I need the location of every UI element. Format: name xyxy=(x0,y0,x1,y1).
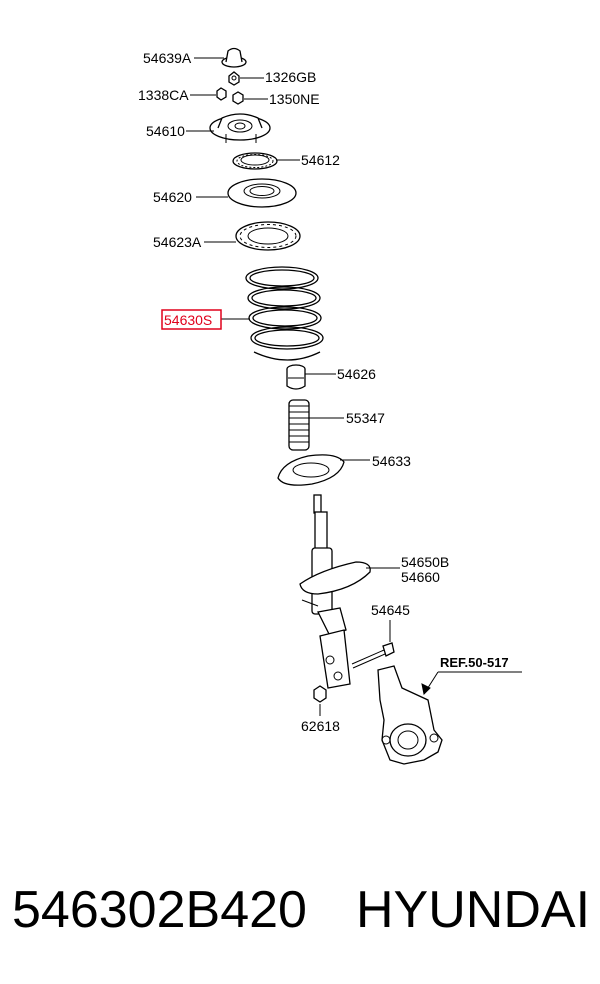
part-coil-spring xyxy=(245,266,324,361)
label-1338ca: 1338CA xyxy=(138,87,189,103)
part-bolt xyxy=(351,642,395,669)
label-54612: 54612 xyxy=(301,152,340,168)
label-54633: 54633 xyxy=(372,453,411,469)
highlight-box xyxy=(161,309,222,330)
caption: 546302B420 HYUNDAI xyxy=(0,870,600,950)
label-54623a: 54623A xyxy=(153,234,202,250)
part-upper-spring-seat xyxy=(227,178,297,208)
part-nut-1350ne xyxy=(232,91,244,105)
part-dust-cap xyxy=(221,47,247,68)
label-62618: 62618 xyxy=(301,718,340,734)
label-54626: 54626 xyxy=(337,366,376,382)
label-54639a: 54639A xyxy=(143,50,192,66)
part-strut-mount xyxy=(209,113,271,143)
label-54660: 54660 xyxy=(401,569,440,585)
part-strut-assembly xyxy=(299,494,371,689)
part-dust-boot xyxy=(288,399,310,451)
label-54610: 54610 xyxy=(146,123,185,139)
part-nut-1338ca xyxy=(216,87,227,101)
part-lower-spring-pad xyxy=(277,454,345,486)
part-bearing xyxy=(232,152,278,170)
label-54645: 54645 xyxy=(371,602,410,618)
label-ref: REF.50-517 xyxy=(440,655,509,670)
part-spring-pad xyxy=(235,221,301,251)
part-nut-62618 xyxy=(313,685,327,703)
label-54620: 54620 xyxy=(153,189,192,205)
leader-lines xyxy=(186,57,522,716)
label-1326gb: 1326GB xyxy=(265,69,316,85)
caption-brand: HYUNDAI xyxy=(356,881,591,939)
label-55347: 55347 xyxy=(346,410,385,426)
label-1350ne: 1350NE xyxy=(269,91,320,107)
label-54650b: 54650B xyxy=(401,554,449,570)
part-nut-1326gb xyxy=(228,71,240,86)
part-steering-knuckle xyxy=(377,665,443,765)
part-bump-stop xyxy=(286,364,306,390)
label-54630s: 54630S xyxy=(164,312,212,328)
caption-part-number: 546302B420 xyxy=(12,881,307,939)
